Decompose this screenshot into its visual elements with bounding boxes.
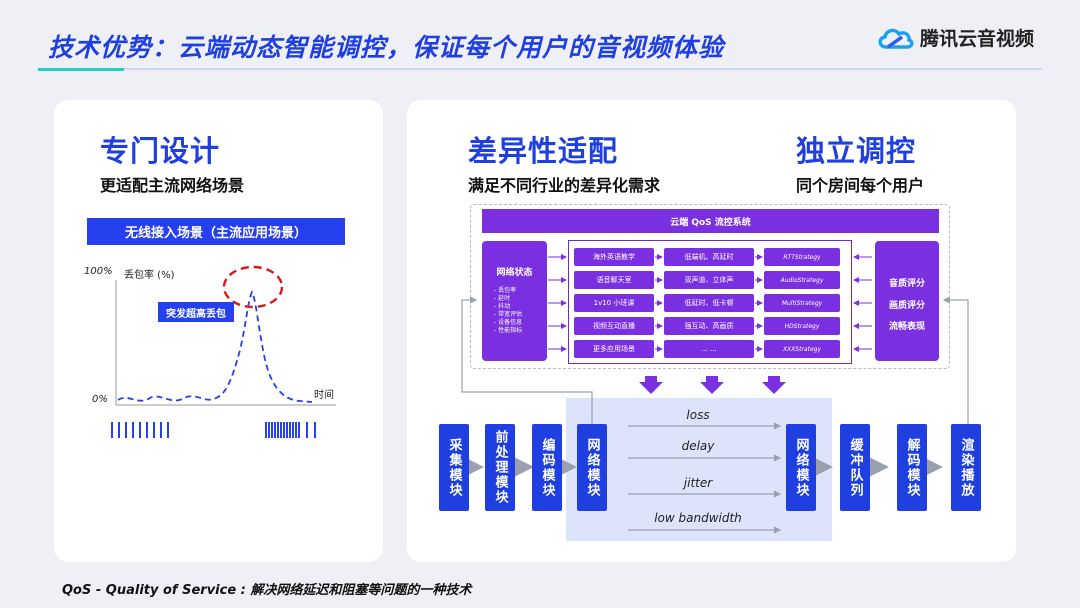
brand-logo: 腾讯云音视频 xyxy=(876,24,1034,51)
network-state-item: - 丢包率 xyxy=(494,287,517,294)
wireless-banner: 无线接入场景（主流应用场景） xyxy=(87,218,345,245)
quality-item: 音质评分 xyxy=(888,279,925,289)
scenario-cell: 更多应用场景 xyxy=(574,340,654,358)
quality-item: 画质评分 xyxy=(888,300,925,311)
highlight-ellipse xyxy=(222,265,284,309)
grid-connectors-right xyxy=(853,254,872,352)
packet-ticks-left xyxy=(111,422,169,438)
x-axis-title: 时间 xyxy=(314,390,334,401)
metric-low-bandwidth: low bandwidth xyxy=(654,511,742,525)
cloud-logo-icon xyxy=(878,28,914,49)
capture-module: 采集模块 xyxy=(439,424,469,511)
scenario-cell: 1v10 小班课 xyxy=(574,294,654,312)
encode-module: 编码模块 xyxy=(532,424,562,511)
buffer-queue-module: 缓冲队列 xyxy=(840,424,870,511)
strategy-cell: XXXStrategy xyxy=(764,340,840,358)
requirement-cell: 双声道、立体声 xyxy=(664,271,754,289)
left-panel xyxy=(54,100,383,562)
adaptation-subheading: 满足不同行业的差异化需求 xyxy=(468,176,661,195)
quality-list: 音质评分 画质评分 流畅表现 xyxy=(875,274,939,339)
footer-note: QoS - Quality of Service : 解决网络延迟和阻塞等问题的… xyxy=(62,583,472,598)
strategy-cell: HDStrategy xyxy=(764,317,840,335)
y-top-label: 100% xyxy=(84,266,113,277)
metric-jitter: jitter xyxy=(683,476,713,490)
network-state-title: 网络状态 xyxy=(496,268,533,278)
metric-delay: delay xyxy=(681,439,715,453)
left-heading: 专门设计 xyxy=(100,134,221,168)
decode-module: 解码模块 xyxy=(897,424,927,511)
independent-heading: 独立调控 xyxy=(796,134,917,168)
requirement-cell: 低延时、低卡顿 xyxy=(664,294,754,312)
down-arrows xyxy=(639,376,786,394)
packet-ticks-right xyxy=(265,422,316,438)
scenario-cell: 视频互动直播 xyxy=(574,317,654,335)
y-axis-title: 丢包率 (%) xyxy=(124,270,175,281)
network-module-receive: 网络模块 xyxy=(786,424,816,511)
strategy-cell: MultiStrategy xyxy=(764,294,840,312)
requirement-cell: ... ... xyxy=(664,340,754,358)
scenario-cell: 海外英语教学 xyxy=(574,248,654,266)
qos-system-box xyxy=(470,204,950,369)
render-module: 渲染播放 xyxy=(951,424,981,511)
strategy-cell: RTTStrategy xyxy=(764,248,840,266)
burst-callout: 突发超高丢包 xyxy=(158,302,234,322)
network-state-box: 网络状态 - 丢包率 - 延时 - 抖动 - 带宽评估 - 设备信息 - 性能指… xyxy=(482,241,547,361)
metric-loss: loss xyxy=(686,408,710,422)
qos-system-title: 云端 QoS 流控系统 xyxy=(482,209,939,233)
metric-lines xyxy=(628,422,782,534)
loss-curve xyxy=(117,289,313,403)
independent-subheading: 同个房间每个用户 xyxy=(796,176,925,195)
left-subheading: 更适配主流网络场景 xyxy=(100,176,245,195)
grid-connectors-mid xyxy=(655,254,763,352)
network-state-item: - 带宽评估 xyxy=(494,311,523,318)
network-state-item: - 抖动 xyxy=(494,303,511,310)
adaptation-heading: 差异性适配 xyxy=(468,134,619,168)
scenario-cell: 语音聊天室 xyxy=(574,271,654,289)
grid-connectors-left xyxy=(548,254,567,352)
feedback-line-left xyxy=(461,296,593,424)
network-state-list: - 丢包率 - 延时 - 抖动 - 带宽评估 - 设备信息 - 性能指标 xyxy=(494,287,522,335)
preprocess-module: 前处理模块 xyxy=(485,424,515,511)
network-state-item: - 延时 xyxy=(494,295,511,302)
strategy-cell: AudioStrategy xyxy=(764,271,840,289)
requirement-cell: 强互动、高画质 xyxy=(664,317,754,335)
logo-text: 腾讯云音视频 xyxy=(920,28,1035,50)
quality-box: 音质评分 画质评分 流畅表现 xyxy=(875,241,939,361)
network-module-send: 网络模块 xyxy=(577,424,607,511)
title-divider xyxy=(38,68,1042,71)
network-state-item: - 设备信息 xyxy=(494,319,523,326)
requirement-cell: 低端机、高延时 xyxy=(664,248,754,266)
quality-item: 流畅表现 xyxy=(888,322,925,332)
page-title: 技术优势：云端动态智能调控，保证每个用户的音视频体验 xyxy=(48,33,725,62)
feedback-line-right xyxy=(942,296,969,424)
y-bottom-label: 0% xyxy=(92,394,108,405)
network-state-item: - 性能指标 xyxy=(494,327,523,334)
